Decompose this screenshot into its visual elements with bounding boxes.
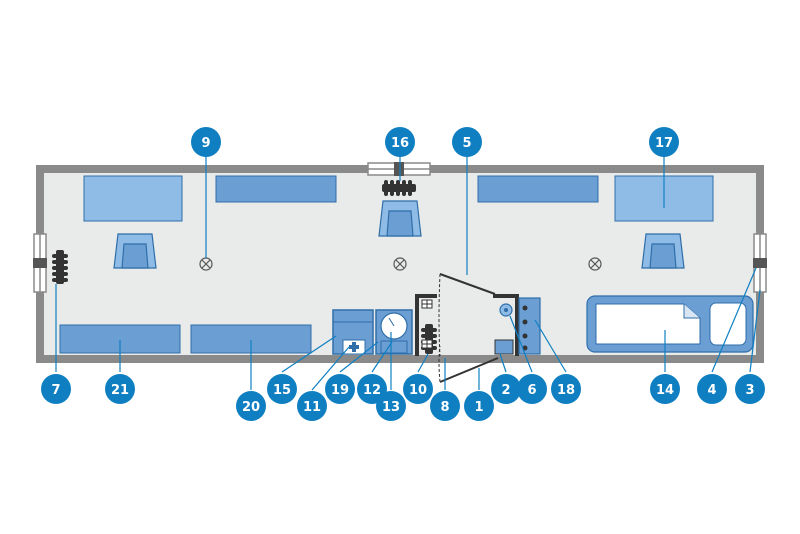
chair-center <box>378 200 422 237</box>
meter-icon <box>499 303 513 317</box>
badge-2: 2 <box>491 374 521 404</box>
svg-text:6: 6 <box>527 383 536 398</box>
bed-14 <box>586 295 754 353</box>
cabinet-top-right <box>477 175 599 203</box>
svg-text:9: 9 <box>201 136 210 151</box>
bed-top-left <box>83 175 183 222</box>
basin-unit <box>375 309 413 355</box>
svg-text:19: 19 <box>331 383 349 398</box>
badge-6: 6 <box>517 374 547 404</box>
badge-9: 9 <box>191 127 221 157</box>
svg-text:15: 15 <box>273 383 291 398</box>
svg-text:8: 8 <box>440 400 449 415</box>
light-icon-2 <box>393 257 407 271</box>
window-right <box>753 233 767 293</box>
door-outer <box>438 345 499 383</box>
window-left <box>33 233 47 293</box>
light-icon-3 <box>588 257 602 271</box>
outlet-icon-1 <box>421 299 433 309</box>
outlet-icon-2 <box>421 339 433 349</box>
svg-text:4: 4 <box>707 383 716 398</box>
cabinet-top-left <box>215 175 337 203</box>
svg-text:17: 17 <box>655 136 673 151</box>
first-aid-icon <box>342 339 366 355</box>
svg-text:21: 21 <box>111 383 129 398</box>
badge-5: 5 <box>452 127 482 157</box>
svg-text:3: 3 <box>745 383 754 398</box>
badge-20: 20 <box>236 391 266 421</box>
badge-19: 19 <box>325 374 355 404</box>
badge-1: 1 <box>464 391 494 421</box>
badge-13: 13 <box>376 391 406 421</box>
badge-11: 11 <box>297 391 327 421</box>
svg-text:1: 1 <box>474 400 483 415</box>
badge-7: 7 <box>41 374 71 404</box>
svg-text:13: 13 <box>382 400 400 415</box>
svg-text:14: 14 <box>656 383 674 398</box>
badge-21: 21 <box>105 374 135 404</box>
svg-text:2: 2 <box>501 383 510 398</box>
radiator-icon-left <box>52 250 68 284</box>
svg-text:18: 18 <box>557 383 575 398</box>
badge-14: 14 <box>650 374 680 404</box>
svg-text:20: 20 <box>242 400 260 415</box>
electrical-panel-18 <box>518 297 541 355</box>
badge-10: 10 <box>403 374 433 404</box>
chair-right <box>641 233 685 269</box>
svg-text:10: 10 <box>409 383 427 398</box>
door-inner <box>438 273 496 357</box>
svg-text:16: 16 <box>391 136 409 151</box>
badge-16: 16 <box>385 127 415 157</box>
badge-18: 18 <box>551 374 581 404</box>
window-top <box>367 162 431 176</box>
leader-lines <box>55 155 761 391</box>
badge-17: 17 <box>649 127 679 157</box>
radiator-icon-top <box>382 180 416 196</box>
svg-text:12: 12 <box>363 383 381 398</box>
door-sill <box>494 339 514 355</box>
vestibule-walls <box>415 294 519 356</box>
svg-text:7: 7 <box>51 383 60 398</box>
badge-4: 4 <box>697 374 727 404</box>
svg-text:11: 11 <box>303 400 321 415</box>
svg-text:5: 5 <box>462 136 471 151</box>
badge-15: 15 <box>267 374 297 404</box>
badge-3: 3 <box>735 374 765 404</box>
chair-left <box>113 233 157 269</box>
badge-8: 8 <box>430 391 460 421</box>
